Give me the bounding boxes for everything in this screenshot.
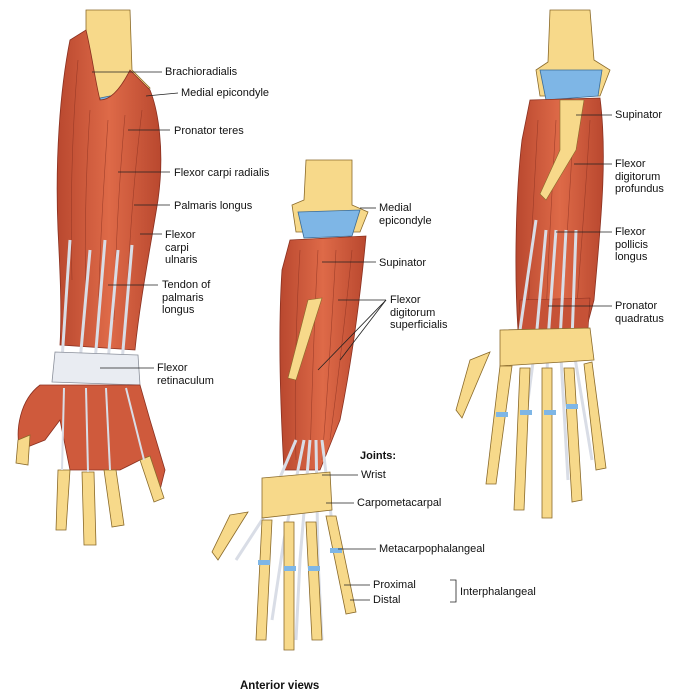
- label-medial-epicondyle-2: Medial epicondyle: [379, 202, 432, 227]
- label-wrist: Wrist: [361, 469, 386, 481]
- label-supinator-2: Supinator: [379, 257, 427, 269]
- label-supinator-3: Supinator: [615, 109, 663, 121]
- label-distal: Distal: [373, 594, 401, 606]
- forearm-deep: [455, 9, 611, 519]
- carpals-2: [261, 471, 333, 519]
- label-carpometacarpal: Carpometacarpal: [357, 497, 442, 509]
- label-flexor-digitorum-profundus: Flexor digitorum profundus: [615, 158, 664, 195]
- label-proximal: Proximal: [373, 579, 416, 591]
- radius-3: [539, 99, 585, 201]
- label-pronator-teres: Pronator teres: [174, 125, 244, 137]
- forearm-intermediate: [211, 159, 369, 651]
- label-flexor-carpi-ulnaris: Flexor carpi ulnaris: [165, 229, 198, 266]
- label-pronator-quadratus: Pronator quadratus: [615, 300, 664, 325]
- flexor-retinaculum-band: [51, 351, 141, 386]
- label-joints-heading: Joints:: [360, 450, 397, 462]
- label-interphalangeal: Interphalangeal: [460, 586, 536, 598]
- leader-lines: [92, 71, 612, 603]
- carpals-3: [499, 327, 595, 367]
- figure-caption: Anterior views: [240, 680, 320, 692]
- radius-2: [287, 297, 323, 381]
- label-flexor-pollicis-longus: Flexor pollicis longus: [615, 226, 649, 263]
- label-flexor-carpi-radialis: Flexor carpi radialis: [174, 167, 270, 179]
- label-palmaris-longus: Palmaris longus: [174, 200, 253, 212]
- label-tendon-palmaris-longus: Tendon of palmaris longus: [162, 279, 211, 316]
- forearm-muscles-2: [279, 235, 367, 471]
- forearm-muscles-3: [515, 97, 604, 331]
- forearm-muscles-1: [56, 29, 162, 351]
- label-brachioradialis: Brachioradialis: [165, 66, 238, 78]
- label-flexor-retinaculum: Flexor retinaculum: [157, 362, 214, 387]
- elbow-cartilage-3: [539, 69, 603, 101]
- label-medial-epicondyle-1: Medial epicondyle: [181, 87, 270, 99]
- label-flexor-digitorum-superficialis: Flexor digitorum superficialis: [390, 294, 448, 331]
- forearm-superficial: [15, 9, 166, 546]
- label-metacarpophalangeal: Metacarpophalangeal: [379, 543, 485, 555]
- elbow-cartilage-2: [297, 209, 361, 239]
- pronator-quadratus-muscle: [517, 297, 591, 333]
